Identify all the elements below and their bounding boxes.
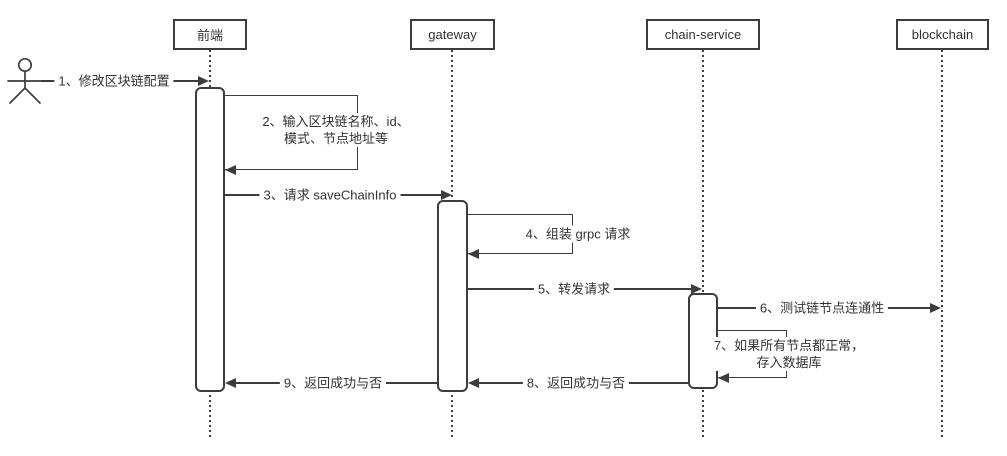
message-2-label: 2、输入区块链名称、id、 模式、节点地址等 (258, 113, 414, 147)
message-3-label: 3、请求 saveChainInfo (259, 186, 401, 204)
message-7-label-line1: 7、如果所有节点都正常， (713, 338, 865, 353)
message-7-label: 7、如果所有节点都正常， 存入数据库 (709, 337, 869, 371)
message-2-label-line2: 模式、节点地址等 (283, 131, 389, 146)
message-9-label: 9、返回成功与否 (279, 374, 387, 392)
activation-bar-frontend (195, 87, 225, 392)
message-1-arrowhead-icon (198, 76, 209, 86)
participant-frontend: 前端 (173, 19, 247, 50)
message-7-label-line2: 存入数据库 (756, 355, 822, 370)
participant-chain-service: chain-service (646, 19, 760, 50)
participant-blockchain: blockchain (896, 19, 989, 50)
participant-blockchain-label: blockchain (911, 27, 974, 42)
participant-gateway-label: gateway (428, 27, 477, 42)
message-6-label: 6、测试链节点连通性 (755, 299, 889, 317)
lifeline-blockchain (941, 50, 943, 440)
message-5-label: 5、转发请求 (533, 280, 615, 298)
participant-gateway: gateway (410, 19, 495, 50)
actor-icon (7, 57, 42, 104)
message-2-label-line1: 2、输入区块链名称、id、 (262, 114, 410, 129)
message-7-arrowhead-icon (718, 373, 729, 383)
message-2-arrowhead-icon (225, 165, 236, 175)
participant-frontend-label: 前端 (196, 28, 223, 43)
message-4-arrowhead-icon (468, 249, 479, 259)
message-8-label: 8、返回成功与否 (522, 374, 630, 392)
activation-bar-gateway (437, 200, 468, 392)
message-3-arrowhead-icon (441, 190, 452, 200)
message-5-arrowhead-icon (691, 284, 702, 294)
message-4-label: 4、组装 grpc 请求 (521, 225, 635, 243)
message-1-label: 1、修改区块链配置 (54, 72, 174, 90)
participant-chain-service-label: chain-service (664, 27, 742, 42)
lifeline-chain-service (702, 50, 704, 440)
message-8-arrowhead-icon (468, 378, 479, 388)
message-9-arrowhead-icon (225, 378, 236, 388)
message-6-arrowhead-icon (930, 303, 941, 313)
